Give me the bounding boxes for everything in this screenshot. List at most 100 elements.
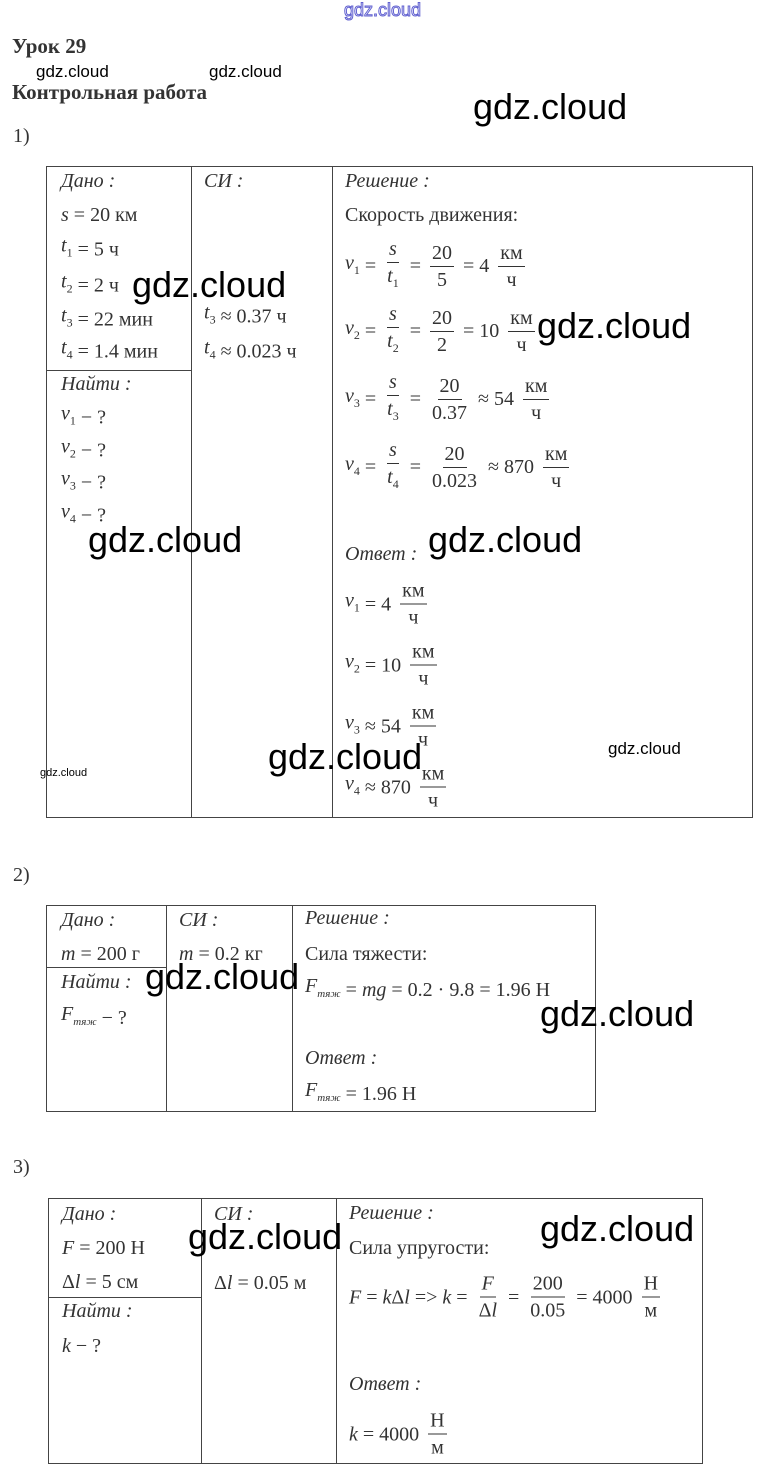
formula-variable: t3 bbox=[204, 301, 216, 327]
formula-subscript: тяж bbox=[73, 1016, 97, 1028]
find-value: v4 − ? bbox=[61, 500, 106, 531]
formula-text: = 0.2 · 9.8 = 1.96 Н bbox=[386, 979, 551, 1001]
solution-label: Решение : bbox=[349, 1202, 434, 1224]
formula-text: − ? bbox=[75, 406, 107, 428]
formula-text: = 1.4 мин bbox=[72, 340, 158, 362]
formula-variable: v1 bbox=[61, 402, 76, 428]
formula-text: = 0.05 м bbox=[232, 1272, 307, 1294]
formula-subscript: 2 bbox=[353, 327, 360, 342]
fraction-denominator: 2 bbox=[435, 332, 449, 358]
formula-text: км bbox=[411, 701, 435, 724]
formula-variable: s bbox=[389, 238, 397, 260]
formula-text: = 200 Н bbox=[74, 1237, 145, 1259]
formula-subscript: 4 bbox=[66, 347, 73, 362]
formula-variable: k bbox=[349, 1423, 358, 1445]
formula-text: км bbox=[500, 241, 523, 264]
formula-text: = 10 bbox=[458, 320, 505, 342]
fraction-denominator: 0.023 bbox=[430, 468, 479, 494]
formula-variable: l bbox=[491, 1299, 497, 1322]
formula-text: = bbox=[404, 388, 427, 410]
formula-text: 0.05 bbox=[530, 1299, 566, 1322]
fraction: км ч bbox=[498, 240, 525, 293]
formula-subscript: тяж bbox=[317, 1092, 341, 1104]
find-value: Fтяж − ? bbox=[61, 1002, 127, 1034]
answer-label: Ответ : bbox=[345, 543, 418, 565]
fraction-numerator: s bbox=[387, 437, 399, 464]
formula-variable: t2 bbox=[61, 270, 73, 296]
given-value: F = 200 Н bbox=[62, 1236, 145, 1260]
fraction-numerator: 20 bbox=[430, 305, 455, 332]
watermark: gdz.cloud bbox=[132, 264, 287, 305]
find-label: Найти : bbox=[61, 971, 132, 993]
problem-1-table bbox=[46, 166, 753, 818]
divider bbox=[201, 1199, 202, 1463]
formula-text: 0.023 bbox=[432, 469, 478, 492]
formula-variable: F bbox=[481, 1272, 494, 1295]
fraction-numerator: s bbox=[387, 236, 399, 263]
formula-text: ч bbox=[418, 667, 429, 690]
formula-subscript: 3 bbox=[392, 409, 399, 423]
solution-title: Сила тяжести: bbox=[305, 943, 428, 965]
given-value: t2 = 2 ч bbox=[61, 270, 119, 301]
formula-text: = 2 ч bbox=[72, 274, 119, 296]
fraction-denominator: ч bbox=[549, 468, 563, 494]
formula-variable: v2 bbox=[61, 435, 76, 461]
formula-variable: v3 bbox=[345, 384, 360, 410]
watermark: gdz.cloud bbox=[36, 62, 109, 81]
formula-variable: v4 bbox=[61, 500, 76, 526]
problem-3-table bbox=[48, 1198, 703, 1464]
formula-text: = bbox=[404, 255, 427, 277]
formula-variable: mg bbox=[361, 979, 387, 1001]
fraction-numerator: s bbox=[387, 369, 399, 396]
given-label: Дано : bbox=[61, 170, 116, 192]
formula-text: = bbox=[404, 456, 427, 478]
problem-2-table bbox=[46, 905, 596, 1112]
fraction-numerator: Н bbox=[641, 1271, 661, 1298]
formula-text: = bbox=[359, 456, 382, 478]
given-value: m = 200 г bbox=[61, 942, 140, 966]
given-label: Дано : bbox=[62, 1203, 117, 1225]
fraction-denominator: t4 bbox=[385, 464, 401, 497]
formula-text: − ? bbox=[75, 504, 107, 526]
formula-text: = 5 ч bbox=[72, 238, 119, 260]
fraction-denominator: ч bbox=[504, 267, 518, 293]
watermark: gdz.cloud bbox=[268, 736, 423, 777]
si-value: t4 ≈ 0.023 ч bbox=[204, 336, 297, 367]
watermark: gdz.cloud bbox=[608, 739, 681, 758]
formula-text: км bbox=[525, 374, 548, 397]
fraction-denominator: ч bbox=[416, 666, 430, 692]
fraction-numerator: км bbox=[410, 639, 437, 666]
problem-number: 3) bbox=[13, 1156, 30, 1178]
formula-text: м bbox=[644, 1299, 658, 1322]
given-value: t3 = 22 мин bbox=[61, 304, 153, 335]
given-value: s = 20 км bbox=[61, 203, 137, 227]
formula-text: Δ bbox=[62, 1271, 75, 1293]
solution-label: Решение : bbox=[305, 907, 390, 929]
formula-text: 20 bbox=[432, 241, 453, 264]
formula-text: м bbox=[431, 1436, 444, 1459]
formula-subscript: 1 bbox=[353, 262, 360, 277]
formula-text: − ? bbox=[75, 471, 107, 493]
fraction-denominator: ч bbox=[426, 788, 440, 814]
formula-text: = bbox=[361, 1286, 383, 1308]
formula-text: ≈ 0.37 ч bbox=[215, 305, 287, 327]
divider bbox=[47, 967, 166, 968]
watermark: gdz.cloud bbox=[540, 993, 695, 1034]
formula-variable: s bbox=[389, 371, 397, 393]
solution-formula: Fтяж = mg = 0.2 · 9.8 = 1.96 Н bbox=[305, 974, 550, 1006]
si-label: СИ : bbox=[179, 909, 219, 931]
si-label: СИ : bbox=[214, 1203, 254, 1225]
